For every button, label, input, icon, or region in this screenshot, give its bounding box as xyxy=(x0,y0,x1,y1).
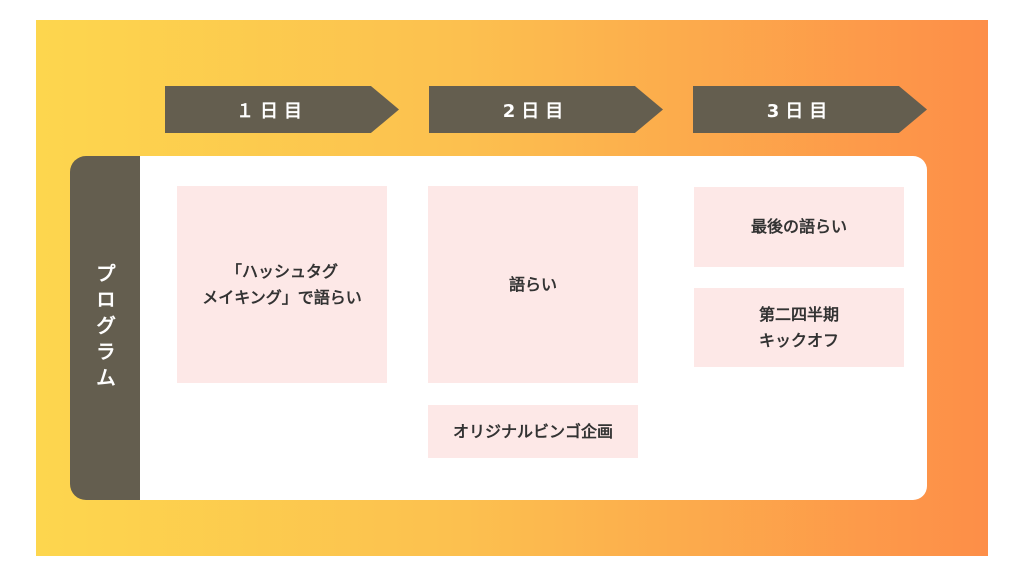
day-3-event-2: 第二四半期キックオフ xyxy=(694,288,904,367)
event-text: 第二四半期 xyxy=(758,304,839,324)
day-2-event: 語らい xyxy=(428,186,638,383)
event-text: メイキング」で語らい xyxy=(202,287,362,307)
day-1-event: 「ハッシュタグメイキング」で語らい xyxy=(177,186,387,383)
event-text: 「ハッシュタグ xyxy=(225,261,338,281)
day-2-bingo-event: オリジナルビンゴ企画 xyxy=(428,405,638,458)
day-3-header: 3日目 xyxy=(693,86,927,133)
event-text: キックオフ xyxy=(758,330,839,350)
day-2-header: 2日目 xyxy=(429,86,663,133)
day-1-header: １日目 xyxy=(165,86,399,133)
day-3-event-1: 最後の語らい xyxy=(694,187,904,267)
program-label: プログラム xyxy=(92,263,117,393)
